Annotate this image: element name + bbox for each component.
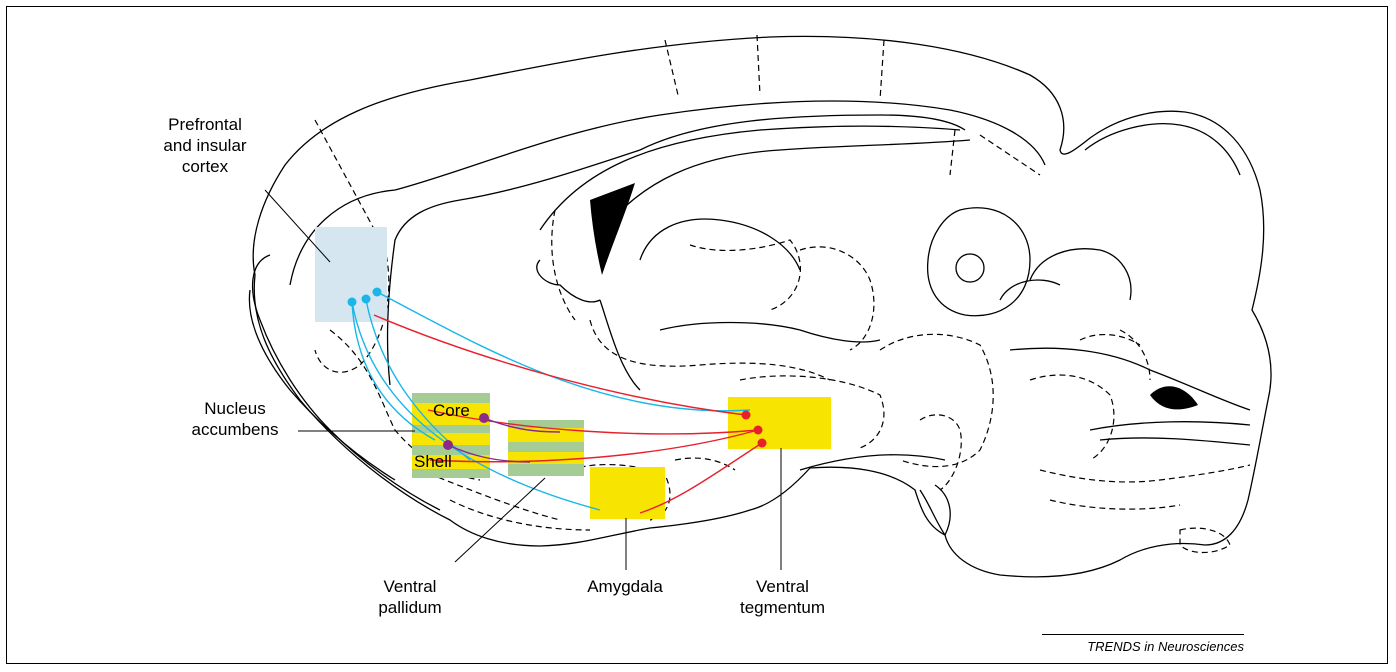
- ventral-pallidum-line1: Ventral: [365, 576, 455, 597]
- prefrontal-leader: [265, 190, 330, 262]
- core-label: Core: [433, 401, 470, 421]
- shell-label: Shell: [414, 452, 452, 472]
- journal-credit: TRENDS in Neurosciences: [1042, 634, 1244, 654]
- vta-neuron-1: [742, 411, 751, 420]
- core-neuron: [479, 413, 489, 423]
- prefrontal-label-line3: cortex: [145, 156, 265, 177]
- cortex-neuron-3: [373, 288, 382, 297]
- ventral-tegmentum-line1: Ventral: [730, 576, 835, 597]
- prefrontal-label: Prefrontal and insular cortex: [145, 114, 265, 177]
- vta-neuron-3: [758, 439, 767, 448]
- prefrontal-label-line1: Prefrontal: [145, 114, 265, 135]
- fourth-ventricle: [1150, 386, 1198, 409]
- lateral-ventricle: [590, 183, 635, 275]
- amygdala-region: [590, 467, 665, 519]
- amygdala-label: Amygdala: [570, 576, 680, 597]
- nucleus-accumbens-line2: accumbens: [180, 419, 290, 440]
- pallidum-leader: [455, 478, 545, 562]
- prefrontal-label-line2: and insular: [145, 135, 265, 156]
- cortex-region: [315, 227, 387, 322]
- vta-region: [728, 397, 831, 449]
- cortex-neuron-2: [362, 295, 371, 304]
- nucleus-accumbens-label: Nucleus accumbens: [180, 398, 290, 440]
- ventral-pallidum-line2: pallidum: [365, 597, 455, 618]
- cortex-neuron-1: [348, 298, 357, 307]
- ventral-tegmentum-label: Ventral tegmentum: [730, 576, 835, 618]
- ventral-tegmentum-line2: tegmentum: [730, 597, 835, 618]
- shell-neuron: [443, 440, 453, 450]
- ventral-pallidum-label: Ventral pallidum: [365, 576, 455, 618]
- nucleus-accumbens-line1: Nucleus: [180, 398, 290, 419]
- vta-neuron-2: [754, 426, 763, 435]
